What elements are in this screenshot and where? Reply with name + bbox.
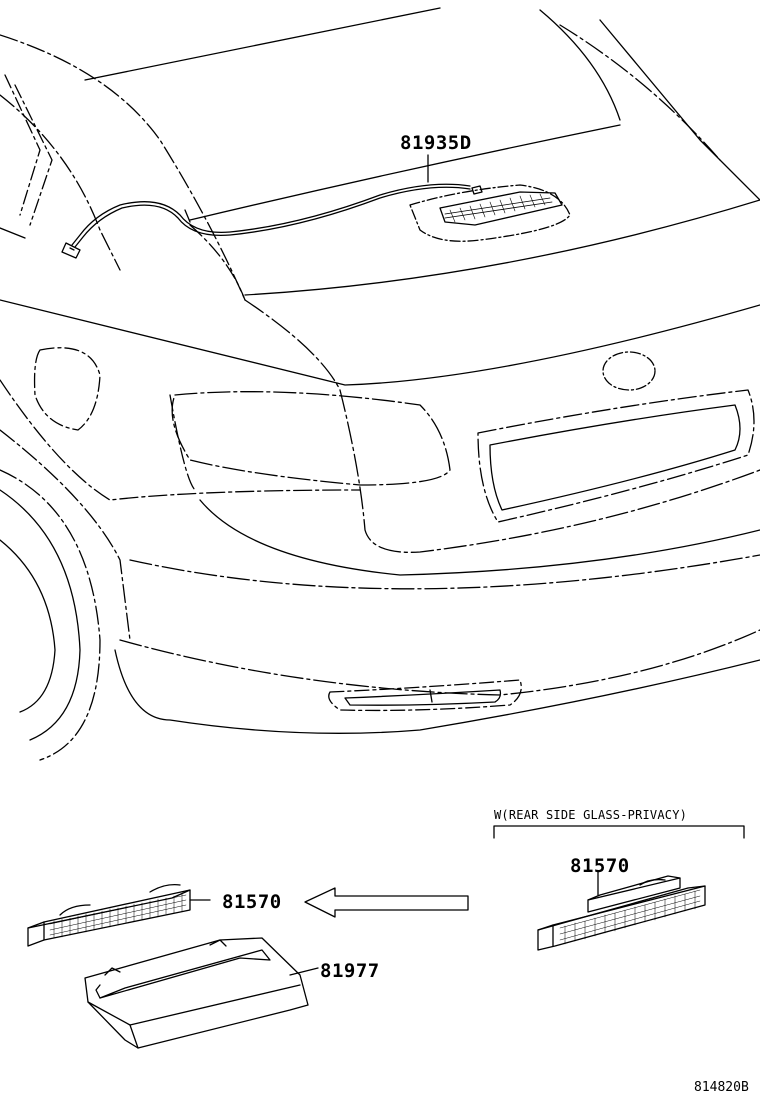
installed-stop-lamp	[439, 185, 563, 226]
direction-arrow	[304, 887, 469, 918]
privacy-variant-bracket	[493, 825, 745, 839]
stop-lamp-81570-detail	[27, 884, 211, 947]
lamp-cover-81977-detail	[84, 937, 319, 1049]
illustration-code: 814820B	[694, 1080, 749, 1095]
part-label-81935D: 81935D	[400, 132, 472, 154]
part-label-81977: 81977	[320, 960, 380, 982]
vehicle-rear-body	[0, 7, 760, 761]
part-label-81570-privacy: 81570	[570, 855, 630, 877]
wire-harness-81935D	[61, 154, 471, 259]
stop-lamp-81570-privacy-variant	[537, 871, 706, 951]
part-label-81570: 81570	[222, 891, 282, 913]
privacy-glass-note: W(REAR SIDE GLASS-PRIVACY)	[494, 808, 688, 822]
